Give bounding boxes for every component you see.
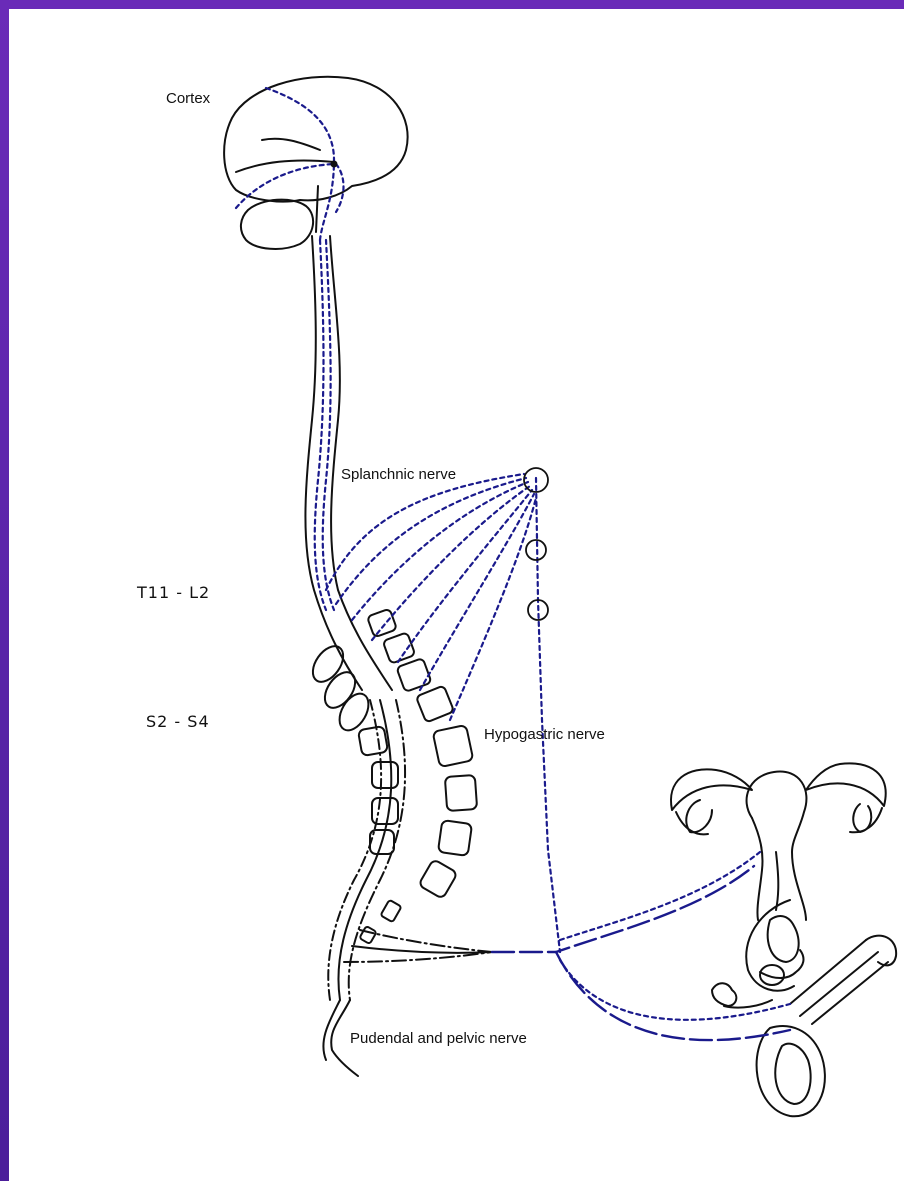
pudendal-to-uterus-solid xyxy=(492,866,754,952)
label-splanchnic-nerve: Splanchnic nerve xyxy=(341,466,456,483)
brain-cerebrum xyxy=(224,77,407,202)
pelvic-organs xyxy=(712,900,896,1116)
uterus-organ xyxy=(671,763,886,920)
label-s2-s4: S2 - S4 xyxy=(146,712,210,731)
cortical-pathway-3 xyxy=(336,164,344,212)
splanchnic-fiber-1 xyxy=(326,474,524,590)
cauda-strand-3 xyxy=(328,700,381,1000)
label-hypogastric-nerve: Hypogastric nerve xyxy=(484,726,605,743)
cauda-strand-2 xyxy=(338,700,391,1000)
vertebrae xyxy=(359,609,477,945)
pudendal-to-organs-dotted xyxy=(560,960,790,1020)
brain-node xyxy=(331,161,338,168)
label-t11-l2: T11 - L2 xyxy=(137,583,210,602)
spinal-cord-right xyxy=(330,236,392,690)
pudendal-to-organs-solid xyxy=(556,952,790,1040)
brainstem xyxy=(316,186,318,232)
spinous-processes xyxy=(307,641,398,854)
cauda-strand-1 xyxy=(349,700,405,1000)
hypogastric-chain xyxy=(536,478,560,952)
splanchnic-fiber-6 xyxy=(420,494,534,690)
pelvic-strand-2 xyxy=(352,946,492,953)
label-pudendal-pelvic-nerve: Pudendal and pelvic nerve xyxy=(350,1030,527,1047)
brain-cerebellum xyxy=(241,200,313,249)
label-cortex: Cortex xyxy=(166,90,210,107)
descending-tract-1 xyxy=(315,240,326,610)
pudendal-to-uterus-dotted xyxy=(560,852,760,940)
splanchnic-fiber-7 xyxy=(450,498,536,720)
splanchnic-fiber-4 xyxy=(372,486,530,640)
brain-sulcus xyxy=(262,139,320,150)
